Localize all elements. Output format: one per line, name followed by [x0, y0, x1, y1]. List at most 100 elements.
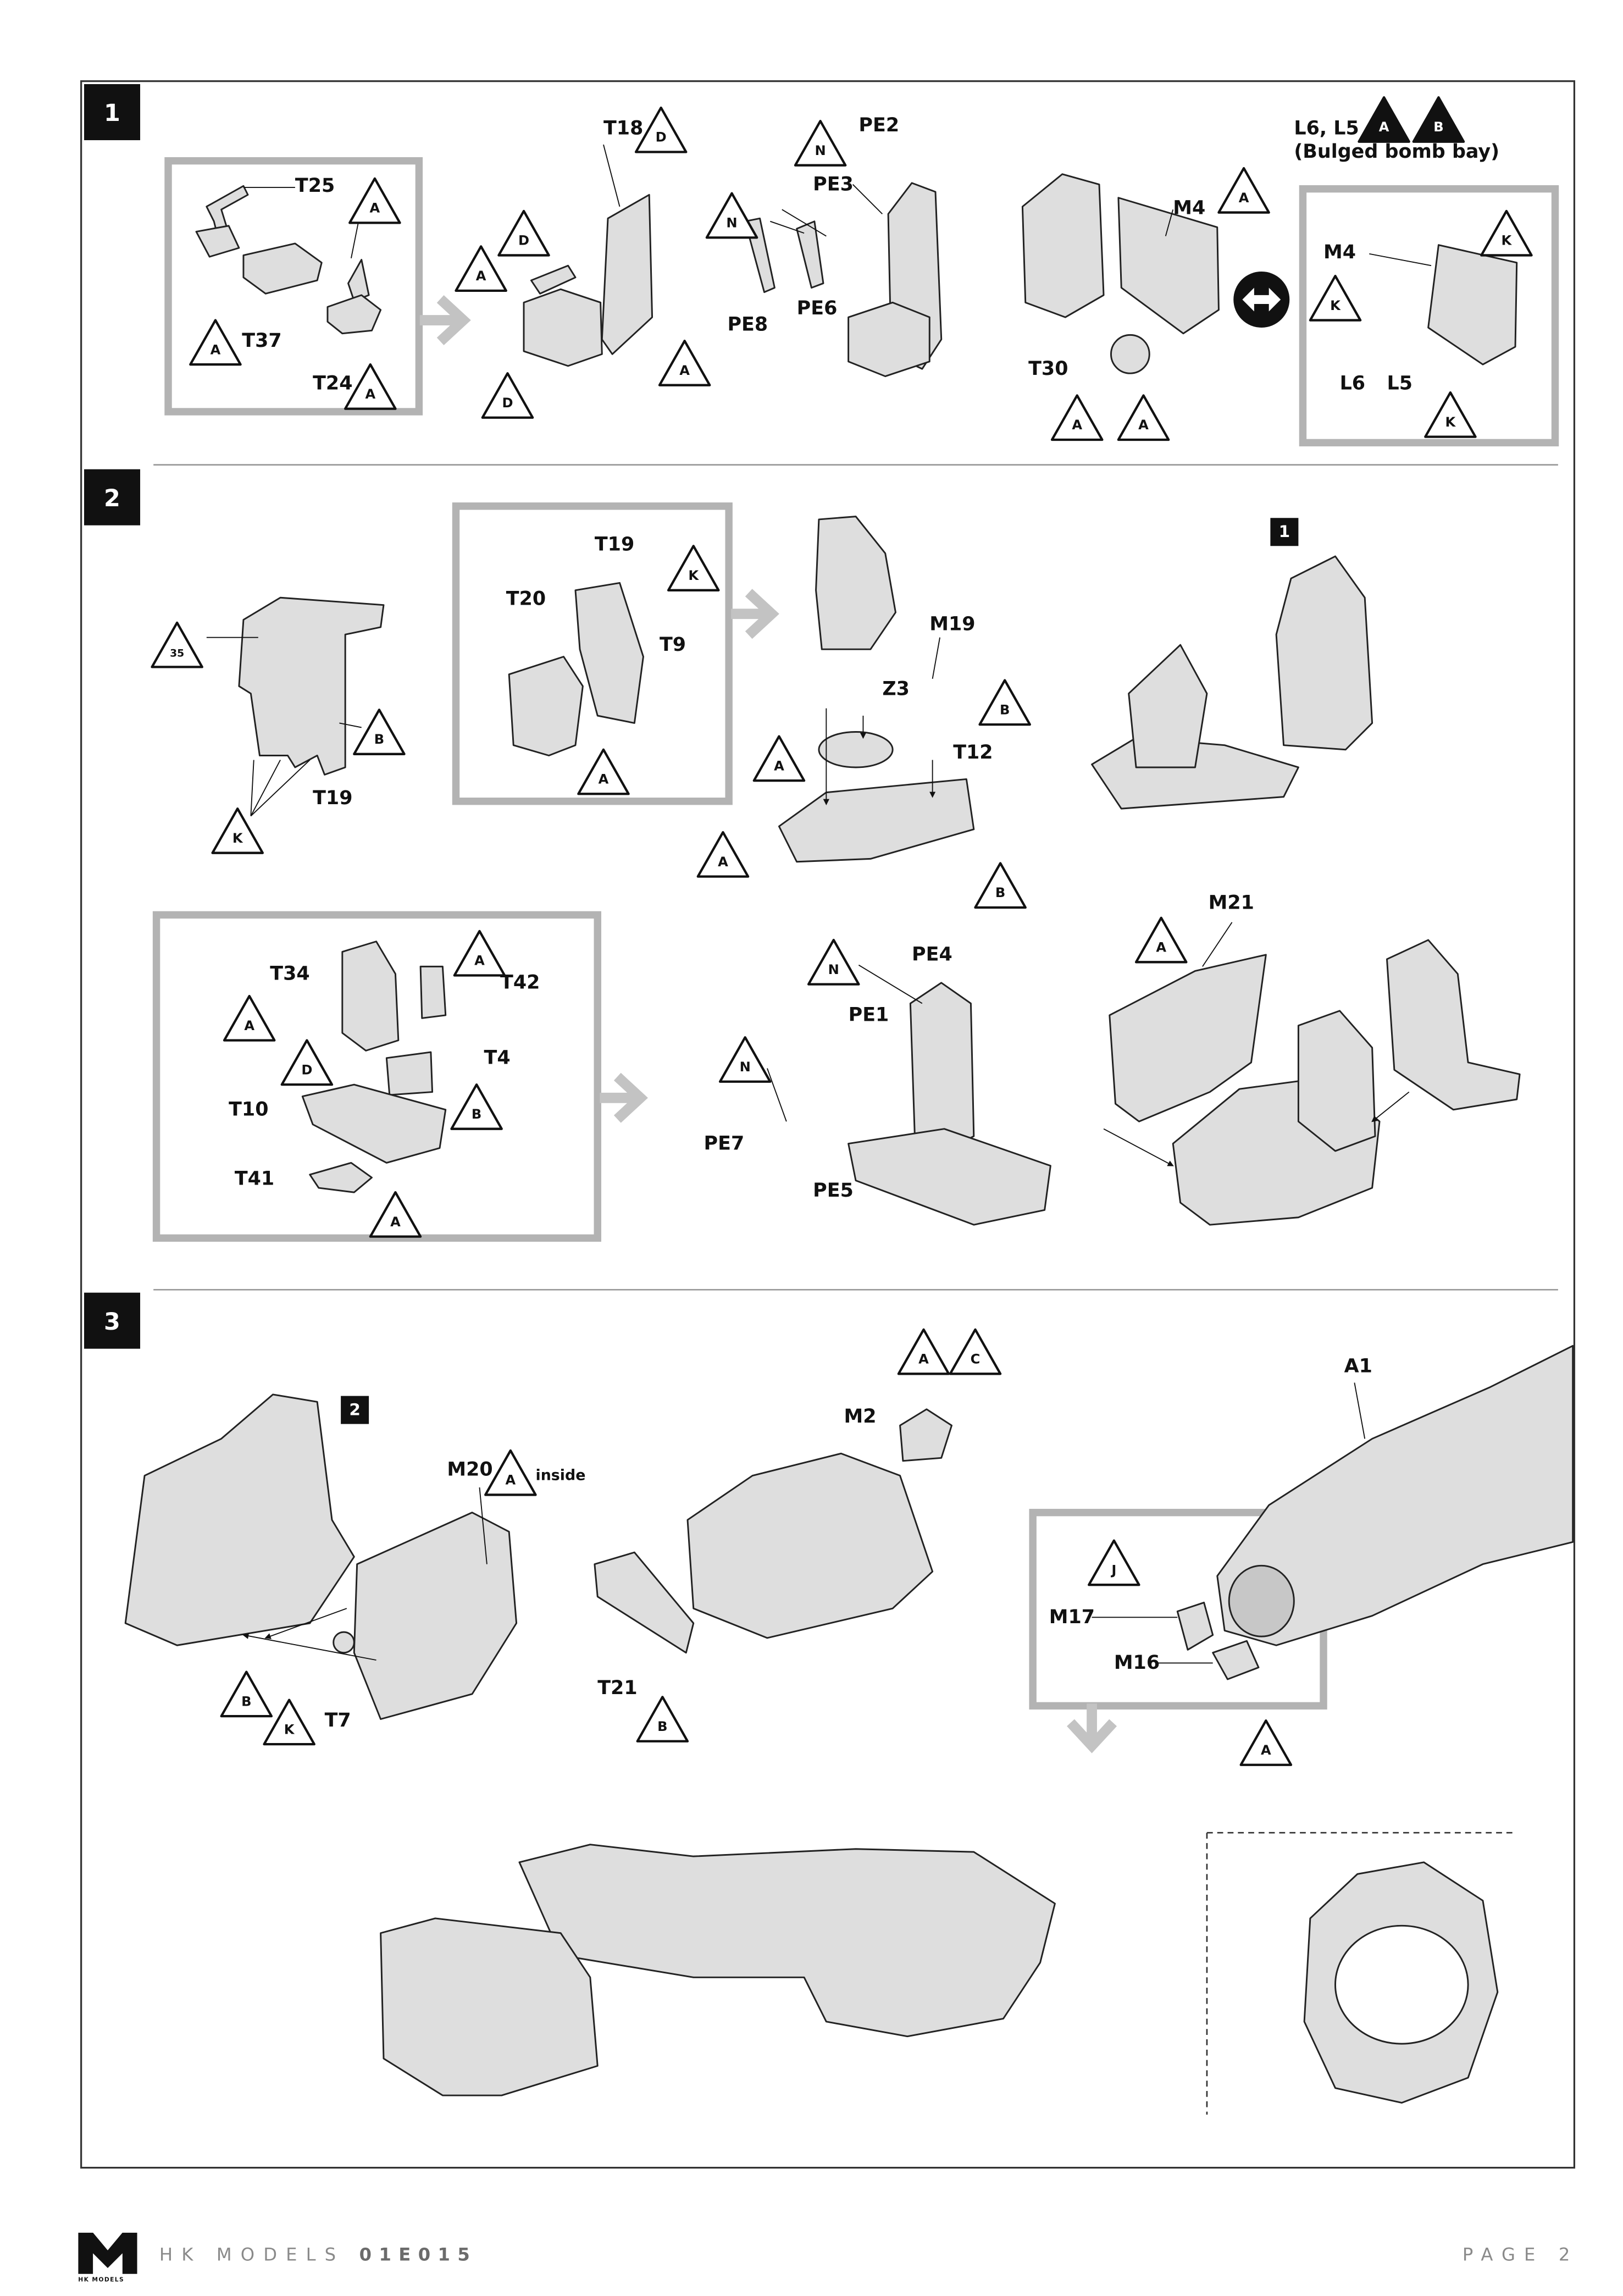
part-M4-alt [1427, 244, 1518, 366]
color-callout-letter: A [476, 268, 486, 284]
part-M21 [1109, 954, 1267, 1122]
part-label: M2 [844, 1406, 877, 1429]
color-callout-letter: A [506, 1473, 516, 1488]
right-arrow-icon [731, 589, 779, 639]
part-label: T25 [295, 175, 335, 198]
color-callout-letter: B [1000, 702, 1010, 717]
logo-caption: HK MODELS [78, 2275, 125, 2283]
color-callout-letter: A [474, 953, 485, 969]
part-label: T24 [313, 373, 353, 396]
color-callout-letter: J [1110, 1562, 1116, 1578]
part-label: M16 [1114, 1652, 1160, 1675]
part-label: PE4 [912, 944, 952, 967]
part-label: T41 [234, 1169, 275, 1191]
color-callout-letter: D [301, 1062, 312, 1077]
color-callout-letter: B [241, 1694, 251, 1709]
bulged-bomb-bay-note: L6, L5 (Bulged bomb bay) [1294, 118, 1499, 166]
color-callout-letter: A [1379, 119, 1389, 135]
color-callout-letter: A [1239, 190, 1249, 206]
part-label: Z3 [882, 678, 910, 701]
color-callout-letter: K [284, 1722, 295, 1737]
color-callout-letter: C [971, 1352, 981, 1367]
part-label: M21 [1208, 893, 1254, 915]
part-label: T10 [229, 1099, 269, 1122]
color-callout-letter: A [365, 386, 375, 402]
part-label: PE3 [813, 174, 854, 197]
flow-arrows [419, 295, 1117, 1753]
step-number: 1 [84, 84, 141, 141]
substep-box [152, 911, 601, 1242]
part-label: T9 [659, 634, 686, 657]
part-label: T30 [1028, 358, 1068, 381]
color-callout-letter: A [244, 1018, 254, 1033]
substep-boxes [152, 157, 1559, 1710]
part-label: PE2 [858, 115, 900, 137]
part-label: T18 [603, 118, 644, 141]
part-label: T37 [242, 330, 282, 353]
part-label: M4 [1323, 242, 1356, 264]
part-A1 [1216, 1345, 1574, 1646]
part-label: T20 [506, 589, 546, 611]
color-callout-letter: D [518, 233, 529, 248]
part-label: M20 [447, 1459, 493, 1482]
sub-step-reference: 1 [1270, 518, 1299, 546]
color-callout-letter: A [211, 342, 221, 357]
part-T30 [1110, 334, 1150, 374]
part-M16 [1212, 1640, 1260, 1680]
part-label: T19 [594, 534, 635, 557]
color-callout-letter: N [740, 1059, 751, 1075]
color-callout-letter: B [472, 1106, 481, 1122]
color-callout-letter: B [374, 732, 384, 747]
bomb-bay-caption: (Bulged bomb bay) [1294, 142, 1500, 164]
color-callout-letter: A [1072, 417, 1082, 433]
step-number: 2 [84, 469, 141, 525]
part-label: L6 [1339, 373, 1366, 396]
part-label: M17 [1049, 1607, 1095, 1629]
color-callout-letter: N [815, 143, 826, 158]
assembly-arrows [242, 708, 1410, 1661]
color-callout-letter: A [774, 758, 784, 773]
color-callout-letter: A [370, 201, 380, 216]
part-label: T4 [484, 1048, 511, 1070]
color-callout-letter: A [599, 771, 609, 787]
part-M17 [1176, 1601, 1214, 1651]
part-T18 [601, 193, 653, 355]
part-label: PE7 [704, 1133, 745, 1155]
part-label: T12 [953, 742, 993, 765]
part-label: T19 [313, 788, 353, 810]
bomb-bay-parts: L6, L5 [1294, 118, 1359, 141]
color-callout-letter: A [918, 1352, 929, 1367]
right-arrow-icon [600, 1072, 648, 1123]
color-callout-letter: A [1156, 940, 1166, 955]
part-label: T34 [270, 964, 310, 986]
part-label: A1 [1344, 1356, 1372, 1379]
part-label: PE1 [848, 1005, 889, 1027]
part-label: PE8 [727, 314, 768, 337]
part-label: T7 [324, 1710, 351, 1733]
substep-box [452, 502, 733, 805]
part-M4 [1117, 197, 1220, 335]
kit-code: 01E015 [359, 2244, 478, 2265]
color-callout-letter: A [1138, 417, 1149, 433]
part-instrument-panel [238, 596, 385, 776]
color-callout-letter: N [726, 215, 737, 230]
color-callout-letter: B [995, 885, 1005, 900]
color-callout-letter: B [1433, 119, 1443, 135]
color-callout-letter: D [656, 130, 667, 145]
substep-box [1299, 185, 1559, 447]
part-T42 [419, 965, 447, 1019]
color-callout-letter: A [1261, 1742, 1271, 1758]
color-callout-triangle [152, 623, 202, 667]
color-callout-letter: 35 [170, 648, 184, 660]
color-callout-letter: K [1502, 233, 1513, 248]
part-M2 [899, 1408, 953, 1462]
color-callout-letter: A [718, 854, 728, 870]
color-callout-letter: N [828, 962, 839, 977]
hk-models-logo [78, 2232, 137, 2274]
swap-direction-icon [1233, 271, 1290, 328]
part-label: PE5 [813, 1180, 854, 1203]
leader-lines [206, 144, 1432, 1664]
brand-name: HK MODELS [159, 2244, 345, 2265]
part-label: PE6 [796, 298, 838, 320]
